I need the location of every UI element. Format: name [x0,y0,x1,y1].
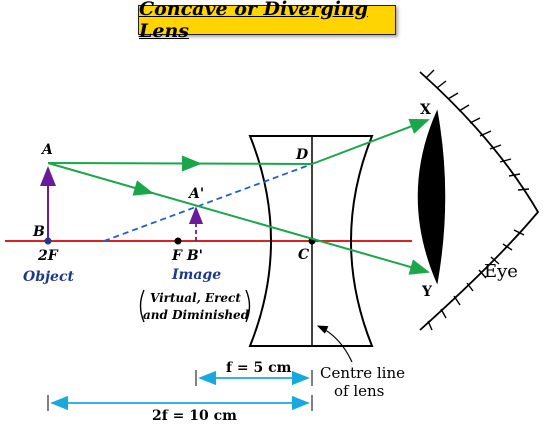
ray-refracted-to-X [311,118,430,165]
label-D: D [295,147,309,163]
image-note-line-2: and Diminished [143,308,250,322]
image-note-bracket-right [245,289,251,323]
label-2F: 2F [37,248,59,264]
label-object: Object [23,269,74,285]
label-image: Image [171,267,221,283]
title-banner: Concave or Diverging Lens [138,0,396,42]
label-A-prime: A' [187,186,204,202]
eye-drawing [417,69,540,331]
label-centre-line-1: Centre line [320,364,405,382]
virtual-ray-dashed [103,163,313,242]
image-note-line-1: Virtual, Erect [150,291,241,305]
concave-lens [248,135,374,347]
diagram-title: Concave or Diverging Lens [139,0,368,42]
label-focal-length: f = 5 cm [226,360,292,376]
label-F-B-prime: F B' [171,248,203,264]
label-Y: Y [421,284,433,300]
point-B [44,237,52,245]
ray-centre-arrow [132,180,154,196]
label-X: X [420,102,431,118]
label-A: A [40,142,53,158]
point-F [174,237,182,245]
ray-through-centre [47,162,430,275]
label-centre-line-2: of lens [334,382,384,400]
image-note-bracket-left [139,289,145,323]
label-twice-focal-length: 2f = 10 cm [152,408,237,424]
label-eye: Eye [484,261,518,282]
centre-line-pointer [316,325,353,363]
label-C: C [298,247,309,263]
label-B: B [32,224,45,240]
